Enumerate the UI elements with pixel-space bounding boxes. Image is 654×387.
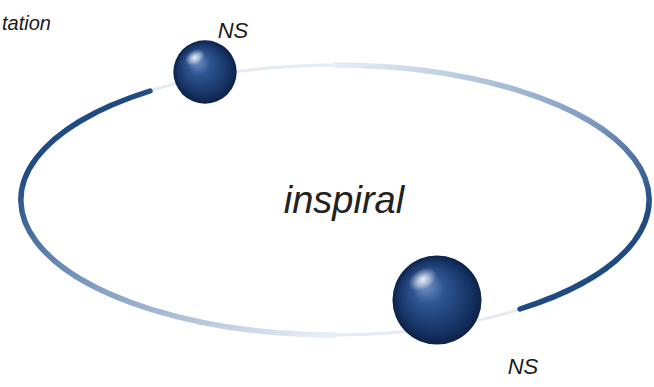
node-label: NS (508, 355, 539, 379)
sphere-body (392, 255, 481, 344)
sphere-highlight (404, 263, 440, 295)
sphere-body (173, 40, 236, 103)
neutron-star: NS (392, 255, 482, 345)
neutron-star: NS (173, 40, 237, 104)
sphere-highlight (182, 46, 208, 69)
sphere-shape (173, 40, 237, 104)
orbit-ellipse (20, 65, 650, 335)
node-label: NS (218, 19, 249, 43)
sphere-shape (392, 255, 482, 345)
corner-label: tation (2, 12, 51, 34)
center-label: inspiral (284, 180, 404, 222)
